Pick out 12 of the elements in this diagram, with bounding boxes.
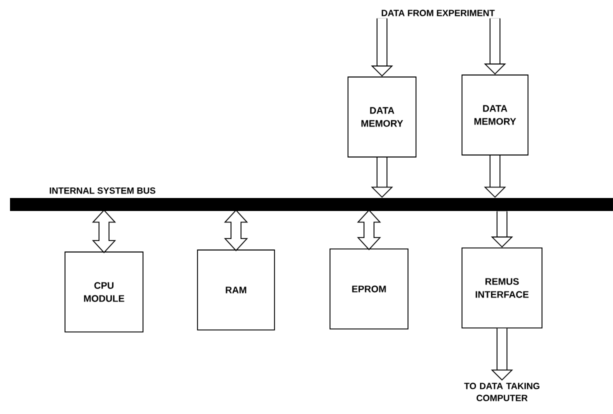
process-box: RAM: [197, 250, 275, 330]
process-box: CPU MODULE: [64, 252, 144, 332]
process-box: EPROM: [330, 248, 408, 330]
block-arrow: [92, 210, 116, 254]
process-box: REMUS INTERFACE: [462, 248, 542, 328]
block-arrow: [356, 210, 382, 250]
process-box: DATA MEMORY: [348, 76, 416, 158]
bus-label: INTERNAL SYSTEM BUS: [50, 187, 156, 194]
flow-label: TO DATA TAKING COMPUTER: [464, 382, 540, 402]
flow-label: DATA FROM EXPERIMENT: [382, 10, 495, 16]
process-box: DATA MEMORY: [462, 74, 528, 156]
block-arrow: [224, 210, 248, 252]
